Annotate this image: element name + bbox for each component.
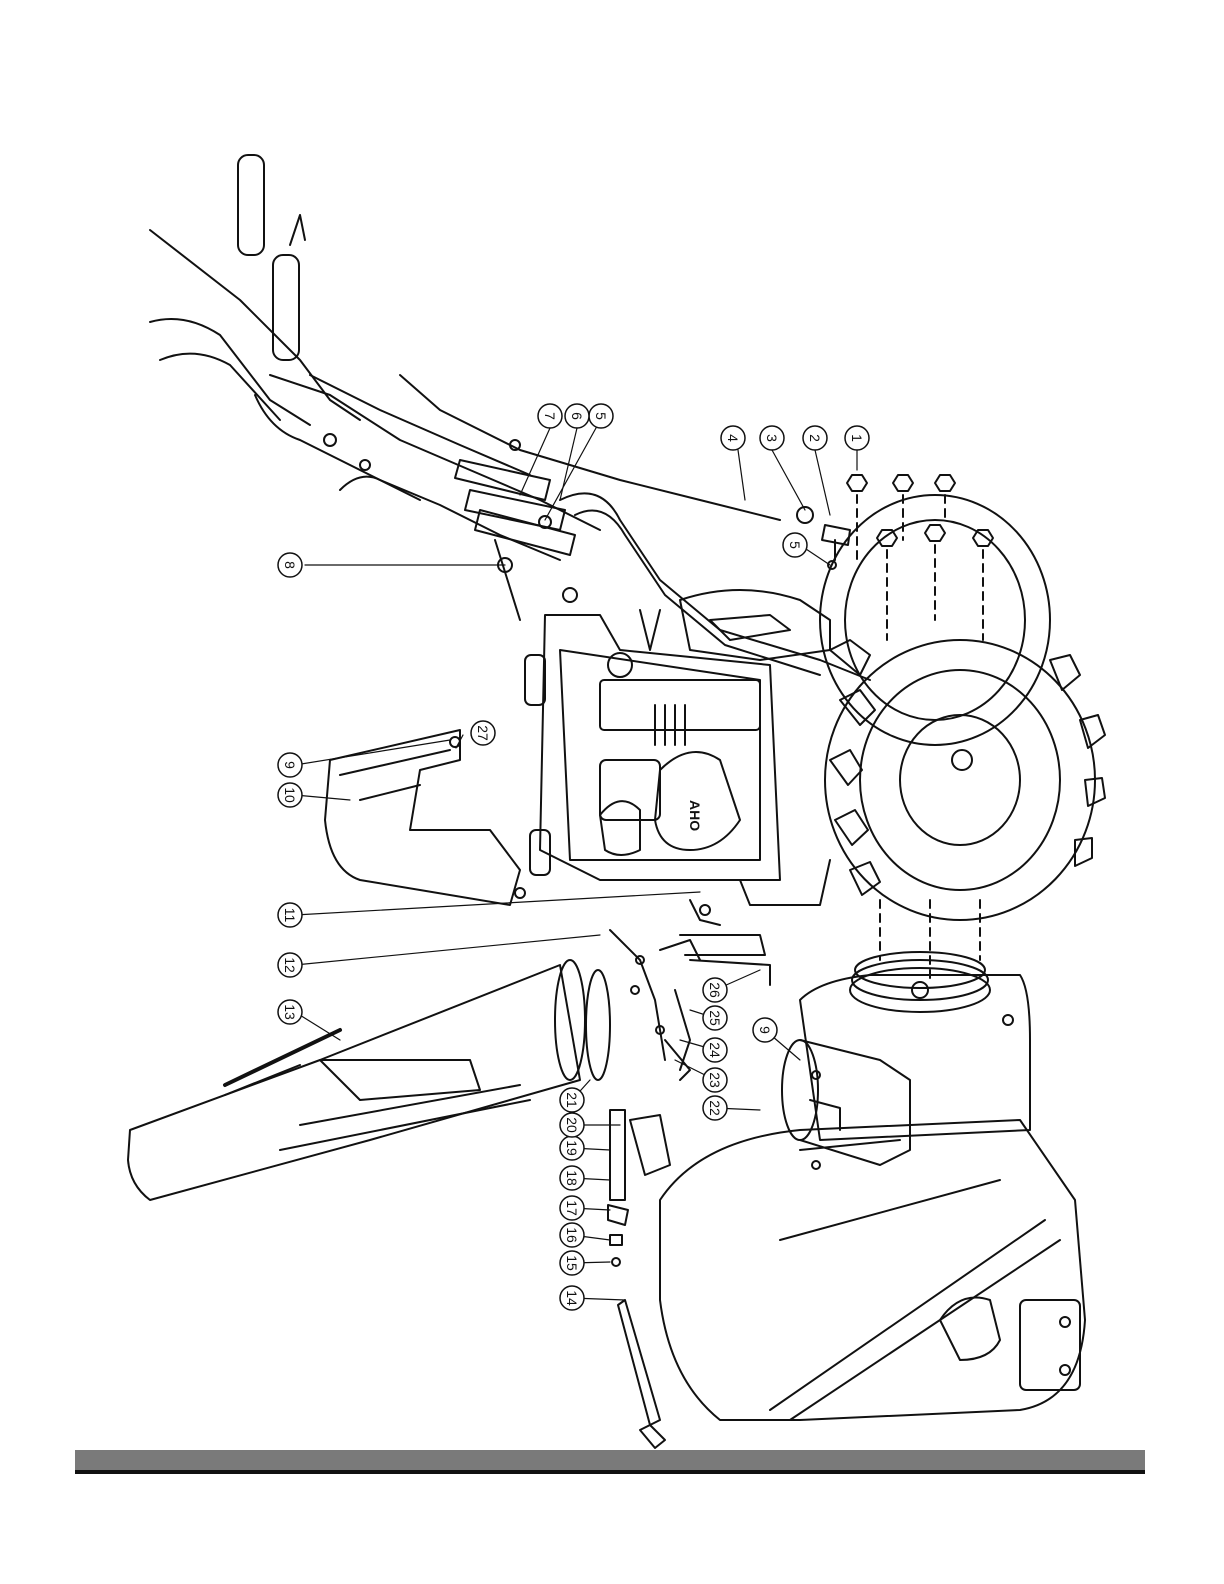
chute-spring: [225, 1030, 340, 1085]
callout-26: 26: [703, 978, 727, 1002]
callout-1: 1: [845, 426, 869, 450]
callout-19: 19: [560, 1136, 584, 1160]
svg-text:1: 1: [849, 434, 865, 442]
callout-15: 15: [560, 1251, 584, 1275]
svg-text:18: 18: [564, 1170, 580, 1186]
pulley-housing: [800, 952, 1030, 1140]
svg-text:21: 21: [564, 1092, 580, 1108]
svg-text:8: 8: [282, 561, 298, 569]
chute-crank-rod: [618, 1300, 660, 1425]
chute-shaft: [610, 1110, 625, 1200]
callout-14: 14: [560, 1286, 584, 1310]
callout-8: 8: [278, 553, 302, 577]
engine-brand-label: AHO: [687, 800, 703, 831]
svg-text:11: 11: [282, 908, 298, 923]
svg-text:24: 24: [707, 1042, 723, 1058]
svg-text:5: 5: [787, 541, 803, 549]
callout-5a: 5: [783, 533, 807, 557]
svg-text:4: 4: [725, 434, 741, 442]
svg-text:14: 14: [564, 1290, 580, 1306]
svg-text:27: 27: [475, 725, 491, 741]
callout-18: 18: [560, 1166, 584, 1190]
callout-9a: 9: [278, 753, 302, 777]
callout-4: 4: [721, 426, 745, 450]
callout-9b: 9: [753, 1018, 777, 1042]
wheels: [820, 495, 1105, 920]
callout-5b: 5: [589, 404, 613, 428]
callout-27: 27: [471, 721, 495, 745]
callout-24: 24: [703, 1038, 727, 1062]
chute-control-parts: [608, 930, 770, 1448]
svg-text:26: 26: [707, 982, 723, 998]
svg-text:2: 2: [807, 434, 823, 442]
handlebar-assembly: [150, 155, 600, 560]
callout-20: 20: [560, 1113, 584, 1137]
callout-13: 13: [278, 1000, 302, 1024]
svg-text:22: 22: [707, 1100, 723, 1116]
svg-text:25: 25: [707, 1010, 723, 1026]
svg-text:19: 19: [564, 1140, 580, 1156]
callout-12: 12: [278, 953, 302, 977]
svg-text:23: 23: [707, 1072, 723, 1088]
callout-7: 7: [538, 404, 562, 428]
callout-17: 17: [560, 1196, 584, 1220]
footer-bar: [75, 1450, 1145, 1474]
svg-text:17: 17: [564, 1200, 580, 1216]
seal-ring: [586, 970, 610, 1080]
svg-text:7: 7: [542, 412, 558, 420]
callout-3: 3: [760, 426, 784, 450]
svg-text:5: 5: [593, 412, 609, 420]
callout-10: 10: [278, 783, 302, 807]
svg-text:13: 13: [282, 1004, 298, 1020]
svg-text:6: 6: [569, 412, 585, 420]
svg-text:12: 12: [282, 957, 298, 973]
svg-text:3: 3: [764, 434, 780, 442]
callout-21: 21: [560, 1088, 584, 1112]
callout-2: 2: [803, 426, 827, 450]
auger-housing: [660, 1120, 1085, 1420]
svg-text:20: 20: [564, 1117, 580, 1133]
left-control-lever: [150, 319, 310, 425]
scraper-bar: [770, 1220, 1045, 1410]
engine: AHO: [525, 590, 830, 880]
left-grip: [238, 155, 264, 255]
svg-text:16: 16: [564, 1227, 580, 1243]
callout-22: 22: [703, 1096, 727, 1120]
callout-6: 6: [565, 404, 589, 428]
worm-gear: [608, 1205, 628, 1225]
throttle-cable: [400, 375, 780, 520]
discharge-chute: [128, 960, 585, 1200]
callout-25: 25: [703, 1006, 727, 1030]
svg-text:15: 15: [564, 1255, 580, 1271]
mounting-plates: [455, 440, 577, 620]
callout-11: 11: [278, 903, 302, 927]
svg-text:9: 9: [282, 761, 298, 769]
chute-crank-gear: [630, 1115, 670, 1175]
callout-23: 23: [703, 1068, 727, 1092]
svg-text:9: 9: [757, 1026, 773, 1034]
belt-cover: [325, 730, 525, 905]
svg-text:10: 10: [282, 787, 298, 803]
right-grip: [273, 255, 299, 360]
callout-16: 16: [560, 1223, 584, 1247]
